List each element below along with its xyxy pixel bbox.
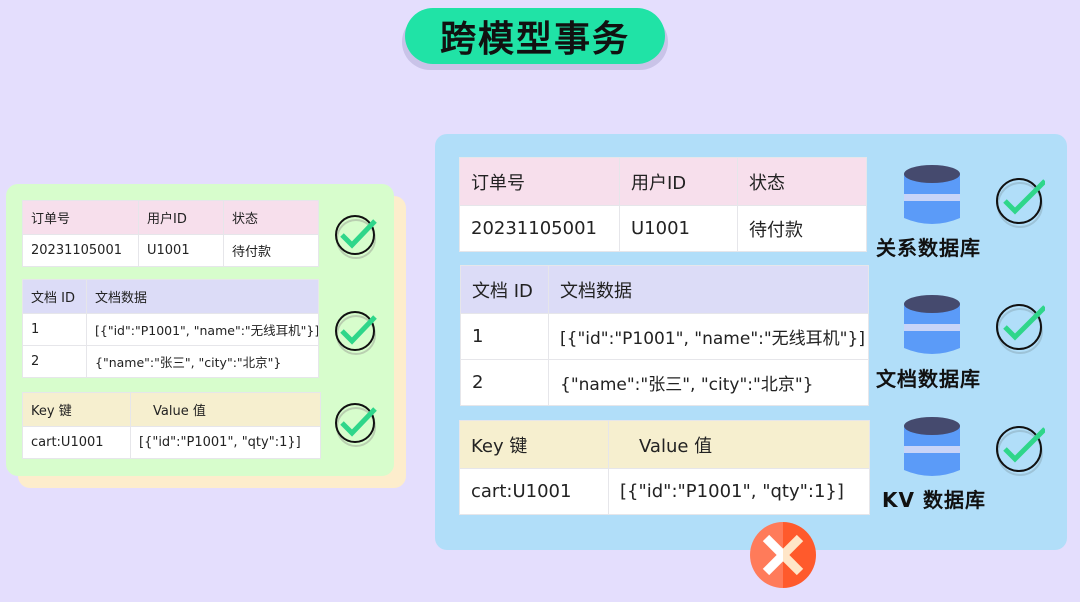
left-relational-table: 订单号 用户ID 状态 20231105001 U1001 待付款 (22, 200, 319, 267)
table-cell: [{"id":"P1001", "name":"无线耳机"}] (86, 313, 319, 346)
column-header: 状态 (223, 200, 319, 235)
table-cell: 2 (22, 345, 87, 378)
column-header: 用户ID (619, 157, 738, 206)
table-row: 1 [{"id":"P1001", "name":"无线耳机"}] (460, 313, 869, 360)
database-icon (904, 165, 960, 224)
table-cell: {"name":"张三", "city":"北京"} (86, 345, 319, 378)
check-icon (996, 178, 1045, 228)
fail-x-icon (750, 522, 816, 588)
column-header: Key 键 (459, 420, 609, 469)
column-header: Value 值 (130, 392, 321, 427)
column-header: 用户ID (138, 200, 224, 235)
column-header: 订单号 (459, 157, 620, 206)
table-row: 2 {"name":"张三", "city":"北京"} (22, 345, 319, 378)
table-header-row: 文档 ID 文档数据 (460, 265, 869, 314)
column-header: 文档数据 (548, 265, 869, 314)
table-cell: [{"id":"P1001", "qty":1}] (608, 468, 870, 515)
table-cell: 待付款 (223, 234, 319, 267)
table-cell: 1 (22, 313, 87, 346)
right-relational-table: 订单号 用户ID 状态 20231105001 U1001 待付款 (459, 157, 867, 252)
table-cell: [{"id":"P1001", "name":"无线耳机"}] (548, 313, 869, 360)
table-row: 20231105001 U1001 待付款 (459, 205, 867, 252)
table-row: cart:U1001 [{"id":"P1001", "qty":1}] (459, 468, 870, 515)
table-header-row: 订单号 用户ID 状态 (22, 200, 319, 235)
column-header: Key 键 (22, 392, 131, 427)
check-icon (335, 311, 377, 355)
column-header: 订单号 (22, 200, 139, 235)
table-row: 20231105001 U1001 待付款 (22, 234, 319, 267)
check-icon (996, 304, 1045, 354)
table-cell: cart:U1001 (22, 426, 131, 459)
table-cell: U1001 (138, 234, 224, 267)
table-cell: 20231105001 (22, 234, 139, 267)
table-row: 2 {"name":"张三", "city":"北京"} (460, 359, 869, 406)
column-header: 文档 ID (22, 279, 87, 314)
check-icon (335, 403, 377, 447)
check-icon (335, 215, 377, 259)
database-icon (904, 295, 960, 354)
table-header-row: 文档 ID 文档数据 (22, 279, 319, 314)
left-kv-table: Key 键 Value 值 cart:U1001 [{"id":"P1001",… (22, 392, 321, 459)
db-label-relational: 关系数据库 (876, 236, 981, 260)
table-cell: {"name":"张三", "city":"北京"} (548, 359, 869, 406)
column-header: 文档数据 (86, 279, 319, 314)
table-cell: 1 (460, 313, 549, 360)
check-icon (996, 426, 1045, 476)
table-cell: 20231105001 (459, 205, 620, 252)
left-document-table: 文档 ID 文档数据 1 [{"id":"P1001", "name":"无线耳… (22, 279, 319, 378)
column-header: 文档 ID (460, 265, 549, 314)
table-cell: [{"id":"P1001", "qty":1}] (130, 426, 321, 459)
table-header-row: Key 键 Value 值 (22, 392, 321, 427)
table-cell: U1001 (619, 205, 738, 252)
table-header-row: 订单号 用户ID 状态 (459, 157, 867, 206)
right-document-table: 文档 ID 文档数据 1 [{"id":"P1001", "name":"无线耳… (460, 265, 869, 406)
right-kv-table: Key 键 Value 值 cart:U1001 [{"id":"P1001",… (459, 420, 870, 515)
db-label-kv: KV 数据库 (882, 488, 986, 512)
column-header: 状态 (737, 157, 867, 206)
table-header-row: Key 键 Value 值 (459, 420, 870, 469)
table-row: 1 [{"id":"P1001", "name":"无线耳机"}] (22, 313, 319, 346)
column-header: Value 值 (608, 420, 870, 469)
page-title: 跨模型事务 (405, 8, 665, 64)
table-row: cart:U1001 [{"id":"P1001", "qty":1}] (22, 426, 321, 459)
table-cell: cart:U1001 (459, 468, 609, 515)
table-cell: 2 (460, 359, 549, 406)
table-cell: 待付款 (737, 205, 867, 252)
database-icon (904, 417, 960, 476)
db-label-document: 文档数据库 (876, 367, 981, 391)
